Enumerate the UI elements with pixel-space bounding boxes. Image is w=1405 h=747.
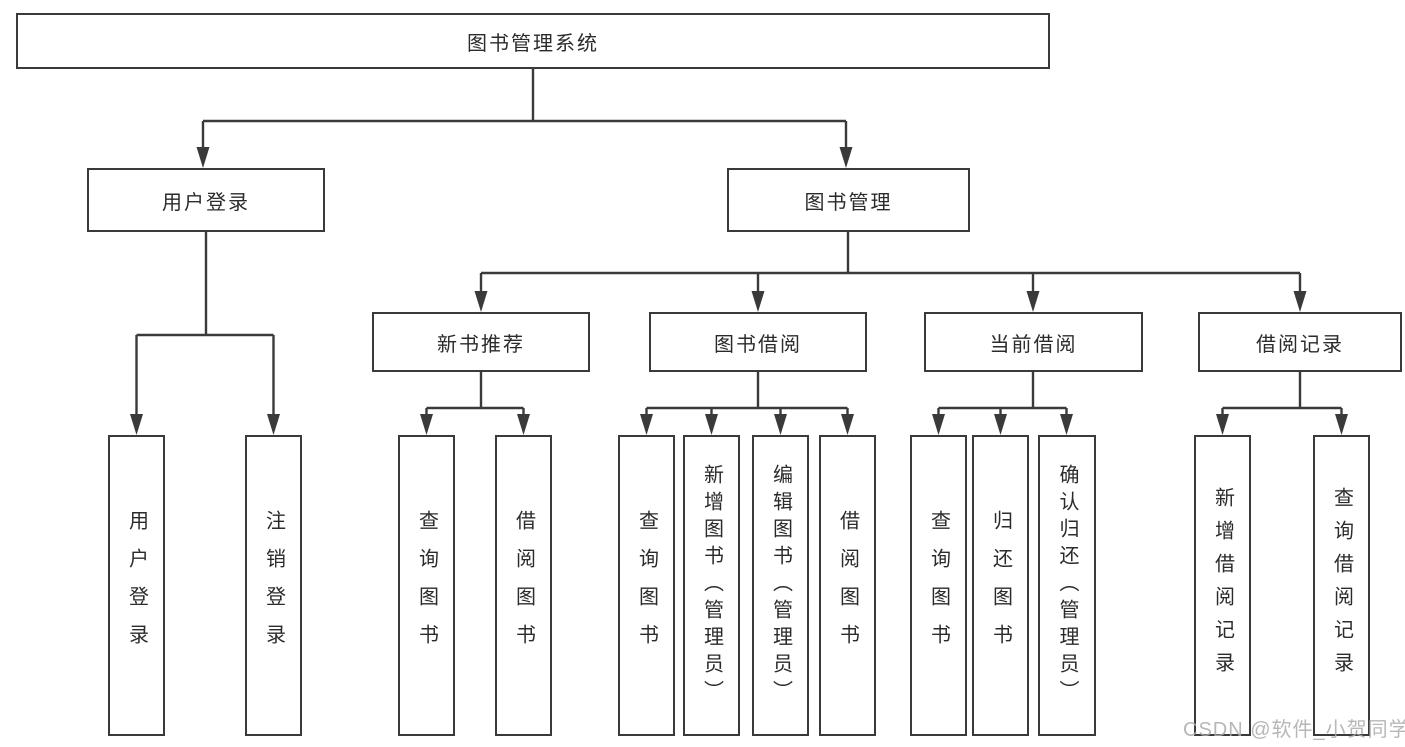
node-current-borrow: 当前借阅 — [924, 312, 1143, 372]
leaf-borrow-borrow-book: 借阅图书 — [819, 435, 876, 736]
arrowheads — [130, 147, 1348, 435]
watermark-text: CSDN @软件_小贺同学 — [1183, 719, 1405, 741]
node-new-book-recommend: 新书推荐 — [372, 312, 590, 372]
leaf-current-confirm-return-admin: 确认归还（管理员） — [1038, 435, 1096, 736]
node-book-borrow: 图书借阅 — [649, 312, 867, 372]
leaf-recommend-query-book: 查询图书 — [398, 435, 455, 736]
node-root: 图书管理系统 — [16, 13, 1050, 69]
node-user-login: 用户登录 — [87, 168, 325, 232]
leaf-borrow-query-book: 查询图书 — [618, 435, 675, 736]
leaf-records-add-record: 新增借阅记录 — [1194, 435, 1251, 736]
node-borrow-records: 借阅记录 — [1198, 312, 1402, 372]
leaf-recommend-borrow-book: 借阅图书 — [495, 435, 552, 736]
leaf-user-login: 用户登录 — [108, 435, 165, 736]
leaf-logout: 注销登录 — [245, 435, 302, 736]
leaf-borrow-add-book-admin: 新增图书（管理员） — [683, 435, 740, 736]
leaf-borrow-edit-book-admin: 编辑图书（管理员） — [752, 435, 809, 736]
leaf-current-return-book: 归还图书 — [972, 435, 1029, 736]
node-book-management: 图书管理 — [727, 168, 970, 232]
leaf-current-query-book: 查询图书 — [910, 435, 967, 736]
leaf-records-query-record: 查询借阅记录 — [1313, 435, 1370, 736]
